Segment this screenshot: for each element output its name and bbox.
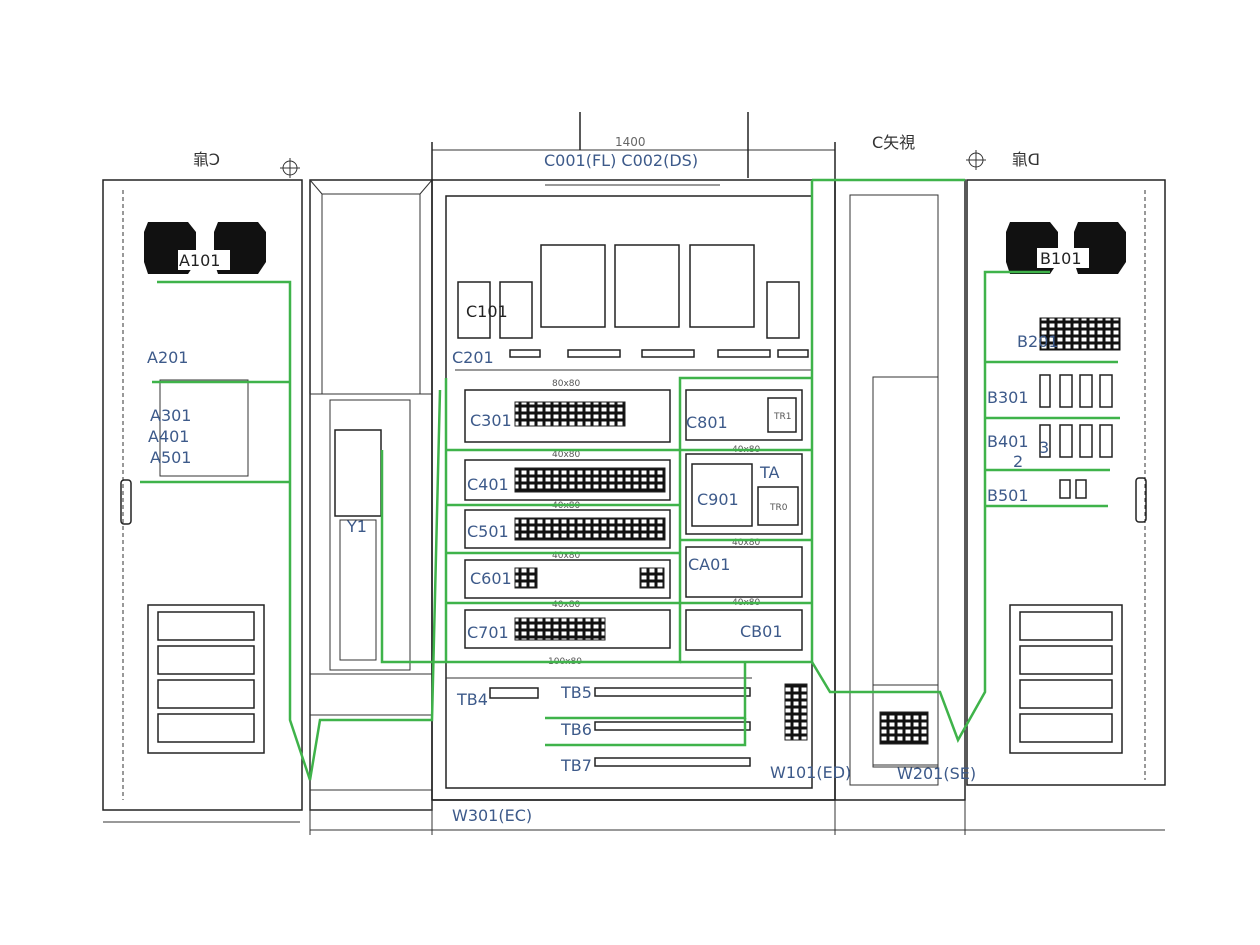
- label-c301: C301: [470, 411, 512, 430]
- label-b501: B501: [987, 486, 1029, 505]
- bottom-dimensions: [103, 799, 1165, 835]
- label-a501: A501: [150, 448, 191, 467]
- duct-size: 40x80: [732, 538, 761, 548]
- label-a101: A101: [179, 251, 220, 270]
- label-a401: A401: [148, 427, 189, 446]
- label-y1: Y1: [346, 517, 367, 536]
- label-ca01: CA01: [688, 555, 730, 574]
- label-tb5: TB5: [560, 683, 592, 702]
- main-panel: C101 C201 C301 C401 C501 C601 C701 TR1 T…: [431, 179, 836, 801]
- terminal-blocks: [514, 401, 666, 641]
- label-c501: C501: [467, 522, 509, 541]
- left-column: Y1: [309, 179, 433, 811]
- label-c801: C801: [686, 413, 728, 432]
- duct-size: 40x80: [552, 450, 581, 460]
- view-label: C矢視: [872, 133, 915, 152]
- label-b401-2: 2: [1013, 452, 1023, 471]
- label-b401: B401: [987, 432, 1029, 451]
- duct-size: 80x80: [552, 379, 581, 389]
- label-cb01: CB01: [740, 622, 783, 641]
- label-c001-c002: C001(FL) C002(DS): [544, 151, 698, 170]
- tag-tr0: TR0: [769, 503, 788, 513]
- louver-grille: [147, 604, 265, 754]
- label-tb4: TB4: [456, 690, 488, 709]
- label-c201: C201: [452, 348, 494, 367]
- label-a201: A201: [147, 348, 188, 367]
- connector-w101: [784, 683, 808, 741]
- crosshair-icon: [966, 150, 986, 170]
- label-b201: B201: [1017, 332, 1059, 351]
- left-door-panel: A101 A201 A301 A401 A501: [102, 179, 303, 811]
- duct-size: 40x80: [552, 600, 581, 610]
- label-ta: TA: [759, 463, 780, 482]
- label-a301: A301: [150, 406, 191, 425]
- label-w201: W201(SE): [897, 764, 976, 783]
- dimension-1400: 1400: [615, 135, 646, 149]
- overall-dimension: 1400: [431, 112, 836, 186]
- label-b301: B301: [987, 388, 1029, 407]
- crosshair-icon: [280, 158, 300, 178]
- louver-grille: [1009, 604, 1123, 754]
- label-c901: C901: [697, 490, 739, 509]
- label-b101: B101: [1040, 249, 1082, 268]
- label-tb7: TB7: [560, 756, 592, 775]
- door-handle: [1135, 477, 1147, 523]
- label-c701: C701: [467, 623, 509, 642]
- duct-size: 40x80: [552, 551, 581, 561]
- label-c401: C401: [467, 475, 509, 494]
- right-door-panel: B101 B201 B301 B401 2 3 B501: [966, 179, 1166, 786]
- label-w301: W301(EC): [452, 806, 532, 825]
- right-door-label: D扉: [1012, 150, 1040, 169]
- wiring-routes: [140, 178, 1120, 781]
- door-handle: [120, 479, 132, 525]
- tag-tr1: TR1: [773, 412, 791, 422]
- label-tb6: TB6: [560, 720, 592, 739]
- label-w101: W101(ED): [770, 763, 851, 782]
- label-c101: C101: [466, 302, 508, 321]
- left-door-label: C扉: [193, 150, 220, 169]
- label-c601: C601: [470, 569, 512, 588]
- label-b401-3: 3: [1039, 438, 1049, 457]
